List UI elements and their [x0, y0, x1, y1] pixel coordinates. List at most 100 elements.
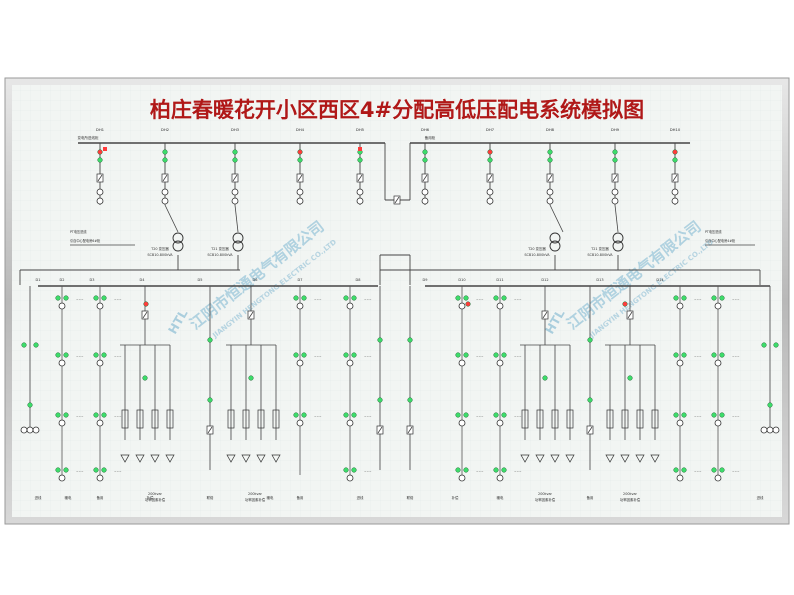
lv-feeder-note: ~~~ [314, 354, 322, 358]
capacitor-ground [241, 454, 251, 463]
transformer-name: T21 变压器 [210, 246, 229, 251]
lv-feeder-note: ~~~ [364, 414, 372, 418]
indicator-lamp [101, 467, 107, 473]
lv-feeder-note: ~~~ [514, 469, 522, 473]
breaker-contact [97, 174, 103, 182]
lv-bottom-label: 补偿 [452, 495, 459, 500]
transformer-spec: SCB10-800kVA [207, 253, 233, 257]
capacitor-symbol [566, 409, 574, 429]
indicator-lamp [627, 375, 633, 381]
indicator-lamp [21, 342, 27, 348]
indicator-lamp [767, 402, 773, 408]
indicator-lamp [343, 467, 349, 473]
indicator-lamp [681, 412, 687, 418]
breaker-contact [587, 426, 593, 434]
capacitor-ground [271, 454, 281, 463]
meter-symbol [58, 419, 66, 427]
lv-panel-label: D4 [140, 278, 146, 282]
meter-symbol [296, 419, 304, 427]
capacitor-symbol [521, 409, 529, 429]
meter-symbol [346, 419, 354, 427]
lv-feeder-note: ~~~ [114, 297, 122, 301]
lv-panel-label: D6 [253, 278, 258, 282]
breaker-contact [672, 174, 678, 182]
indicator-lamp [681, 352, 687, 358]
meter-symbol [346, 359, 354, 367]
capacitor-ground [635, 454, 645, 463]
meter-symbol [611, 197, 619, 205]
transformer-feed [549, 204, 564, 233]
breaker-closed-mark [103, 147, 107, 151]
indicator-lamp [672, 157, 678, 163]
indicator-lamp [487, 157, 493, 163]
indicator-lamp [587, 397, 593, 403]
meter-symbol [458, 302, 466, 310]
lv-panel-label: D13 [596, 278, 603, 282]
meter-symbol [671, 188, 679, 196]
capacitor-symbol [151, 409, 159, 429]
meter-symbol [676, 419, 684, 427]
capacitor-symbol [636, 409, 644, 429]
cap-label-right: 功率因素补偿 [535, 497, 556, 502]
capacitor-ground [650, 454, 660, 463]
capacitor-ground [605, 454, 615, 463]
capacitor-symbol [242, 409, 250, 429]
breaker-contact [422, 174, 428, 182]
indicator-lamp [293, 295, 299, 301]
lv-panel-label: D10 [458, 278, 465, 282]
capacitor-symbol [606, 409, 614, 429]
meter-symbol [714, 359, 722, 367]
indicator-lamp [542, 375, 548, 381]
indicator-lamp [162, 149, 168, 155]
meter-symbol [20, 426, 28, 434]
hv-cabinet-label: DH10 [670, 127, 681, 132]
meter-symbol [766, 426, 774, 434]
indicator-lamp [463, 352, 469, 358]
indicator-lamp [673, 412, 679, 418]
indicator-lamp [97, 149, 103, 155]
meter-symbol [96, 188, 104, 196]
indicator-lamp [55, 352, 61, 358]
indicator-lamp [681, 295, 687, 301]
indicator-lamp [422, 149, 428, 155]
hv-right-pt: PT电压进线 [705, 229, 722, 234]
transformer-winding [172, 232, 184, 244]
indicator-lamp [293, 352, 299, 358]
meter-symbol [231, 197, 239, 205]
meter-symbol [421, 197, 429, 205]
breaker-contact [407, 426, 413, 434]
breaker-contact [627, 311, 633, 319]
indicator-lamp [101, 412, 107, 418]
hv-left-bus-label: 变电所进线柜 [78, 135, 99, 140]
meter-symbol [676, 359, 684, 367]
cap-label-left-2: 功率因素补偿 [245, 497, 266, 502]
indicator-lamp [207, 397, 213, 403]
capacitor-ground [550, 454, 560, 463]
lv-feeder-note: ~~~ [732, 414, 740, 418]
meter-symbol [714, 302, 722, 310]
breaker-closed-mark [358, 147, 362, 151]
meter-symbol [96, 419, 104, 427]
lv-bottom-label: 进线 [357, 495, 364, 500]
hv-cabinet-label: DH5 [356, 127, 365, 132]
lv-feeder-note: ~~~ [364, 469, 372, 473]
meter-symbol [496, 359, 504, 367]
indicator-lamp [487, 149, 493, 155]
hv-cabinet-label: DH6 [421, 127, 430, 132]
lv-feeder-note: ~~~ [364, 297, 372, 301]
lv-bottom-label: 补偿 [147, 495, 154, 500]
meter-symbol [671, 197, 679, 205]
capacitor-symbol [136, 409, 144, 429]
board-title: 柏庄春暖花开小区西区4#分配高低压配电系统模拟图 [150, 98, 644, 122]
meter-symbol [676, 474, 684, 482]
indicator-lamp [463, 412, 469, 418]
breaker-contact [207, 426, 213, 434]
lv-bottom-label: 暖电 [267, 495, 274, 500]
transformer-spec: SCB10-800kVA [147, 253, 173, 257]
indicator-lamp [711, 467, 717, 473]
transformer-feed [614, 204, 619, 233]
lv-bottom-label: 暖电 [65, 495, 72, 500]
capacitor-symbol [621, 409, 629, 429]
indicator-lamp [351, 352, 357, 358]
